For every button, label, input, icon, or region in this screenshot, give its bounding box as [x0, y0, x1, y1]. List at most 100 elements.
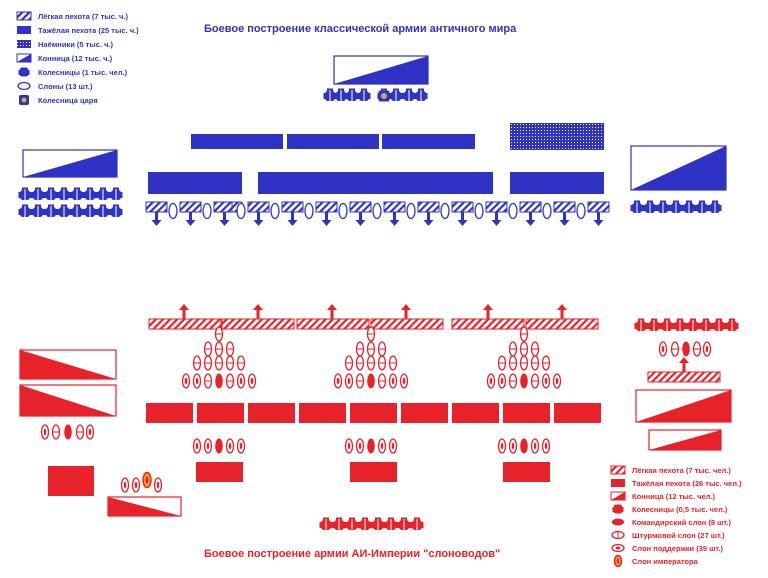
support-elephant-icon [541, 373, 551, 389]
light-infantry-unit [370, 318, 444, 330]
light-infantry-unit [247, 201, 270, 213]
classic-elephant-icon [270, 202, 280, 220]
assault-elephant-icon [355, 355, 365, 371]
legend-item: Конница (12 тыс. чел.) [610, 490, 715, 502]
classic-elephant-icon [576, 202, 586, 220]
chariot-icon [345, 517, 359, 531]
support-elephant-icon [497, 438, 507, 454]
chariot-icon [397, 517, 411, 531]
legend-item: Колесница царя [16, 94, 98, 106]
heavy-infantry-unit [510, 172, 604, 194]
chariot-icon [18, 67, 30, 77]
classic-elephant-icon [236, 202, 246, 220]
support-elephant-icon [508, 438, 518, 454]
light-infantry-unit [553, 201, 576, 213]
chariot-icon [70, 187, 84, 201]
light-infantry-unit [221, 318, 295, 330]
legend-label: Слон поддержки (39 шт.) [632, 543, 723, 553]
support-elephant-icon [486, 373, 496, 389]
chariot-icon [323, 88, 337, 102]
bottom-title: Боевое построение армии АИ-Империи "слон… [204, 548, 501, 560]
chariot-icon [357, 88, 371, 102]
light-infantry-unit [417, 201, 440, 213]
arrow-down-icon [355, 212, 366, 226]
king-chariot-icon [19, 95, 29, 105]
classic-elephant-icon [474, 202, 484, 220]
assault-elephant-icon [192, 355, 202, 371]
command-elephant-icon [682, 341, 690, 357]
cavalry-swatch [16, 53, 32, 63]
light-infantry-unit [525, 318, 599, 330]
support-elephant-icon [388, 373, 398, 389]
chariot-icon [345, 88, 359, 102]
emperor-elephant-icon [613, 555, 623, 567]
cavalry-unit [22, 149, 118, 178]
chariot-icon [334, 88, 348, 102]
classic-elephant-icon [406, 202, 416, 220]
light-infantry-unit [451, 201, 474, 213]
assault-elephant-icon [692, 341, 702, 357]
legend-item: Командирский слон (8 шт.) [610, 516, 731, 528]
units-layer [18, 55, 739, 531]
chariot-icon [70, 204, 84, 218]
heavy-infantry-unit [382, 134, 475, 149]
heavy-infantry-unit [146, 403, 193, 423]
classic-elephant-icon [542, 202, 552, 220]
support-elephant-icon [203, 438, 213, 454]
chariot-icon [57, 187, 71, 201]
arrow-up-icon [557, 304, 567, 319]
arrow-down-icon [525, 212, 536, 226]
legend-label: Слон императора [632, 556, 698, 566]
assault-elephant-icon [355, 373, 365, 389]
chariot-icon [410, 517, 424, 531]
legend-label: Колесницы (1 тыс. чел.) [38, 67, 128, 77]
assault-elephant-icon [670, 341, 680, 357]
assault-elephant-icon [203, 355, 213, 371]
heavy-infantry-unit [503, 462, 550, 482]
support-elephant-icon [153, 477, 163, 493]
chariot-icon [31, 187, 45, 201]
chariot-icon [647, 318, 661, 332]
classic-elephant-icon [372, 202, 382, 220]
light-infantry-swatch [610, 465, 626, 475]
chariot-icon [384, 517, 398, 531]
classic-elephant-icon [508, 202, 518, 220]
assault-elephant-icon [508, 341, 518, 357]
heavy-infantry-unit [350, 403, 397, 423]
arrow-down-icon [321, 212, 332, 226]
assault-elephant-icon [541, 355, 551, 371]
legend-label: Лёгкая пехота (7 тыс. ч.) [38, 11, 128, 21]
support-elephant-icon [333, 373, 343, 389]
command-elephant-icon [215, 373, 223, 389]
light-infantry-unit [647, 371, 721, 383]
heavy-infantry-unit [350, 462, 397, 482]
assault-elephant-icon [508, 355, 518, 371]
support-elephant-icon [658, 341, 668, 357]
cavalry-swatch [610, 491, 626, 501]
assault-elephant-icon [519, 326, 529, 342]
assault-elephant-icon [51, 424, 61, 440]
heavy-infantry-unit [197, 403, 244, 423]
assault-elephant-icon [225, 341, 235, 357]
support-elephant-icon [702, 341, 712, 357]
support-elephant-icon [40, 424, 50, 440]
assault-elephant-icon [519, 341, 529, 357]
chariot-icon [656, 200, 670, 214]
cavalry-unit [107, 496, 182, 517]
arrow-up-icon [401, 304, 411, 319]
cavalry-unit [19, 384, 117, 417]
light-infantry-unit [315, 201, 338, 213]
arrow-up-icon [327, 304, 337, 319]
support-elephant-icon [399, 373, 409, 389]
assault-elephant-icon [377, 373, 387, 389]
arrow-down-icon [593, 212, 604, 226]
heavy-infantry-unit [196, 462, 243, 482]
chariot-icon [699, 318, 713, 332]
chariot-icon [109, 187, 123, 201]
legend-item: Слон императора [610, 555, 698, 567]
light-infantry-unit [145, 201, 168, 213]
light-infantry-unit [296, 318, 370, 330]
chariot-icon [630, 200, 644, 214]
legend-item: Тажёлая пехота (25 тыс. ч.) [16, 24, 139, 36]
